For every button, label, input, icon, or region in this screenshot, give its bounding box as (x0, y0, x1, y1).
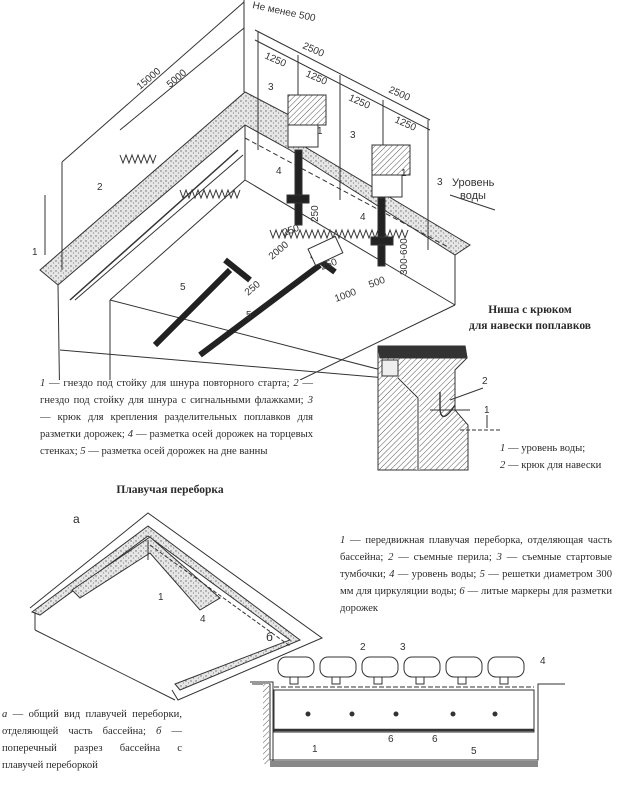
svg-text:1000: 1000 (333, 287, 358, 305)
svg-text:воды: воды (460, 190, 486, 202)
svg-text:1250: 1250 (393, 115, 418, 134)
pool-isometric-drawing: Не менее 500 2500 1250 1250 2500 1250 12… (32, 0, 496, 380)
svg-text:2000: 2000 (267, 239, 291, 262)
svg-text:2: 2 (360, 642, 366, 653)
svg-text:1: 1 (401, 168, 407, 179)
water-level-label: Уровень (452, 177, 495, 189)
svg-text:5000: 5000 (165, 67, 189, 90)
svg-text:1: 1 (317, 126, 323, 137)
partition-caption-right: 1 — передвижная плавучая переборка, отде… (340, 535, 612, 614)
svg-text:300-600: 300-600 (399, 238, 410, 275)
svg-text:15000: 15000 (135, 66, 164, 93)
svg-text:5: 5 (180, 282, 186, 293)
svg-text:1: 1 (312, 744, 318, 755)
svg-text:6: 6 (388, 734, 394, 745)
dim-not-less-500: Не менее 500 (251, 0, 316, 24)
svg-text:4: 4 (200, 614, 206, 625)
svg-text:2500: 2500 (301, 41, 326, 60)
svg-text:1: 1 (158, 592, 164, 603)
svg-text:1: 1 (484, 405, 490, 416)
svg-text:1250: 1250 (347, 93, 372, 112)
partition-title: Плавучая переборка (116, 484, 224, 496)
svg-text:4: 4 (276, 166, 282, 177)
label-a: а (73, 512, 80, 526)
label-b: б (266, 630, 273, 644)
svg-text:1: 1 (32, 247, 38, 258)
niche-caption: 1 — уровень воды; 2 — крюк для навески (500, 443, 602, 471)
deck-border (39, 91, 471, 286)
svg-text:250: 250 (310, 205, 321, 222)
svg-text:2500: 2500 (387, 85, 412, 104)
partition-caption-left: а — общий вид плавучей переборки, отделя… (2, 709, 182, 771)
caption-item: 1 — гнездо под стойку для шнура повторно… (40, 378, 294, 389)
starting-block-2 (371, 144, 411, 176)
svg-text:3: 3 (350, 130, 356, 141)
svg-text:4: 4 (540, 656, 546, 667)
svg-text:250: 250 (243, 279, 263, 298)
svg-text:1250: 1250 (263, 51, 288, 70)
svg-text:4: 4 (360, 212, 366, 223)
svg-text:5: 5 (246, 310, 252, 321)
svg-text:3: 3 (437, 177, 443, 188)
svg-text:2: 2 (97, 182, 103, 193)
section-b (250, 656, 565, 767)
svg-text:1250: 1250 (304, 69, 329, 88)
svg-text:6: 6 (432, 734, 438, 745)
svg-text:3: 3 (400, 642, 406, 653)
pool-caption: 1 — гнездо под стойку для шнура повторно… (40, 378, 314, 457)
starting-block-1 (287, 94, 327, 126)
svg-text:500: 500 (367, 275, 387, 291)
svg-text:5: 5 (471, 746, 477, 757)
svg-text:3: 3 (268, 82, 274, 93)
